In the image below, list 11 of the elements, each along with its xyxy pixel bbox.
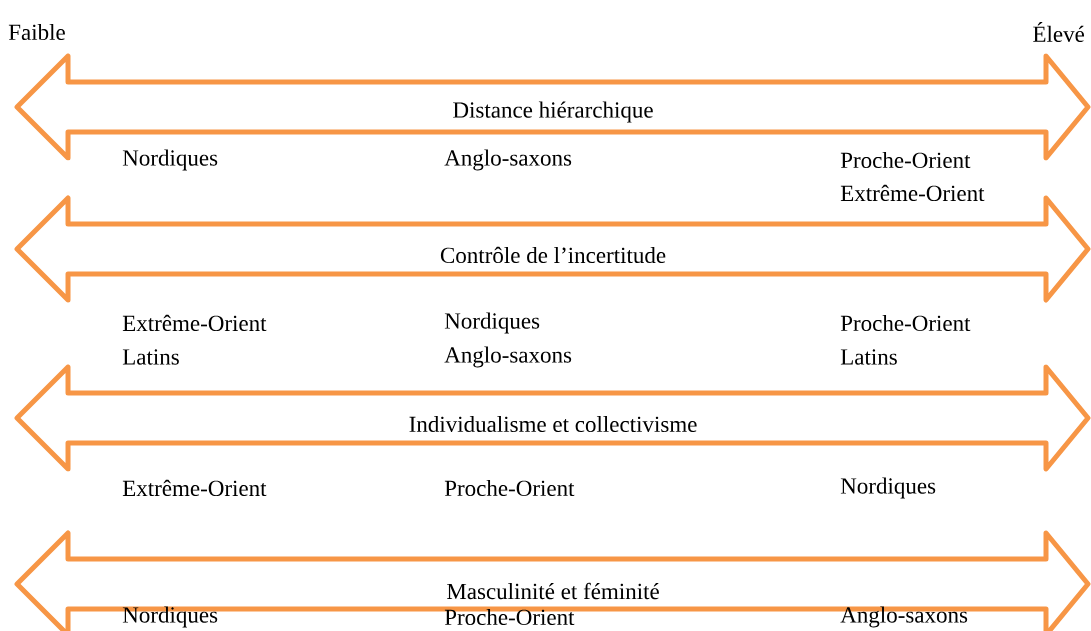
label: Proche-Orient bbox=[444, 608, 575, 626]
label: Proche-Orient bbox=[840, 314, 971, 332]
label: Anglo-saxons bbox=[840, 606, 968, 628]
label: Extrême-Orient bbox=[122, 314, 267, 332]
label: Nordiques bbox=[122, 606, 218, 628]
label: Nordiques bbox=[840, 477, 936, 499]
label: Proche-Orient bbox=[444, 479, 575, 497]
label: Nordiques bbox=[444, 312, 540, 334]
label: Latins bbox=[122, 349, 179, 365]
label: Latins bbox=[840, 349, 897, 365]
label: Extrême-Orient bbox=[122, 479, 267, 497]
